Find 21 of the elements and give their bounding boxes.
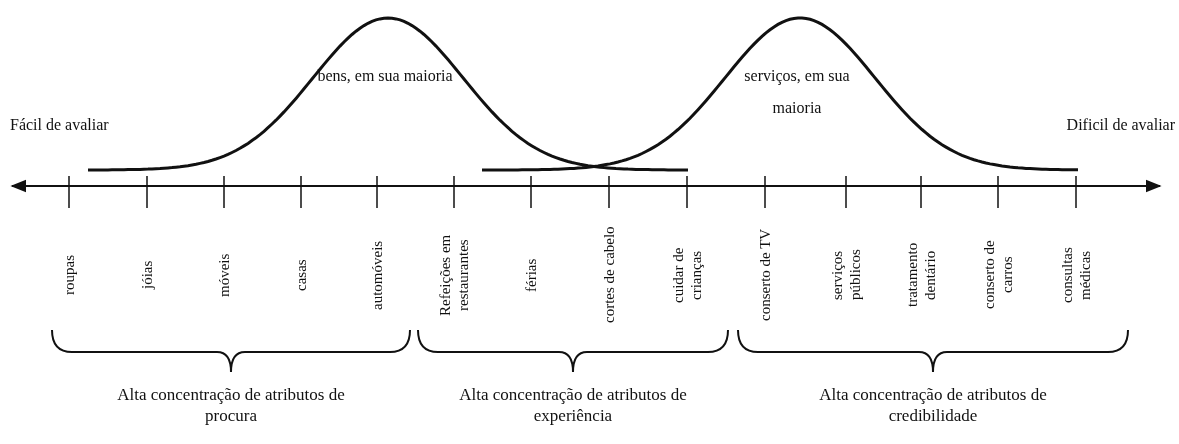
group-caption: Alta concentração de atributos de credibilidade (818, 384, 1048, 426)
item-label: conserto de TV (756, 227, 774, 324)
curve-label: bens, em sua maioria (316, 66, 454, 86)
item-label: automóveis (368, 239, 386, 312)
item-label: cortes de cabelo (600, 225, 618, 325)
item-label: casas (292, 258, 310, 293)
group-caption: Alta concentração de atributos de procura (116, 384, 346, 426)
item-label: jóias (138, 259, 156, 292)
scale-end-label: Dificil de avaliar (1066, 115, 1175, 134)
item-label: móveis (215, 252, 233, 299)
item-label: Refeições em restaurantes (436, 233, 472, 318)
group-caption: Alta concentração de atributos de experiência (458, 384, 688, 426)
item-label: cuidar de crianças (669, 246, 705, 305)
scale-end-label: Fácil de avaliar (10, 115, 109, 134)
item-label: roupas (60, 254, 78, 297)
curve-label: serviços, em sua maioria (743, 66, 851, 118)
item-label: tratamento dentário (903, 241, 939, 310)
item-label: serviços públicos (828, 248, 864, 303)
item-label: conserto de carros (980, 239, 1016, 312)
item-label: consultas médicas (1058, 246, 1094, 305)
item-label: férias (522, 257, 540, 294)
